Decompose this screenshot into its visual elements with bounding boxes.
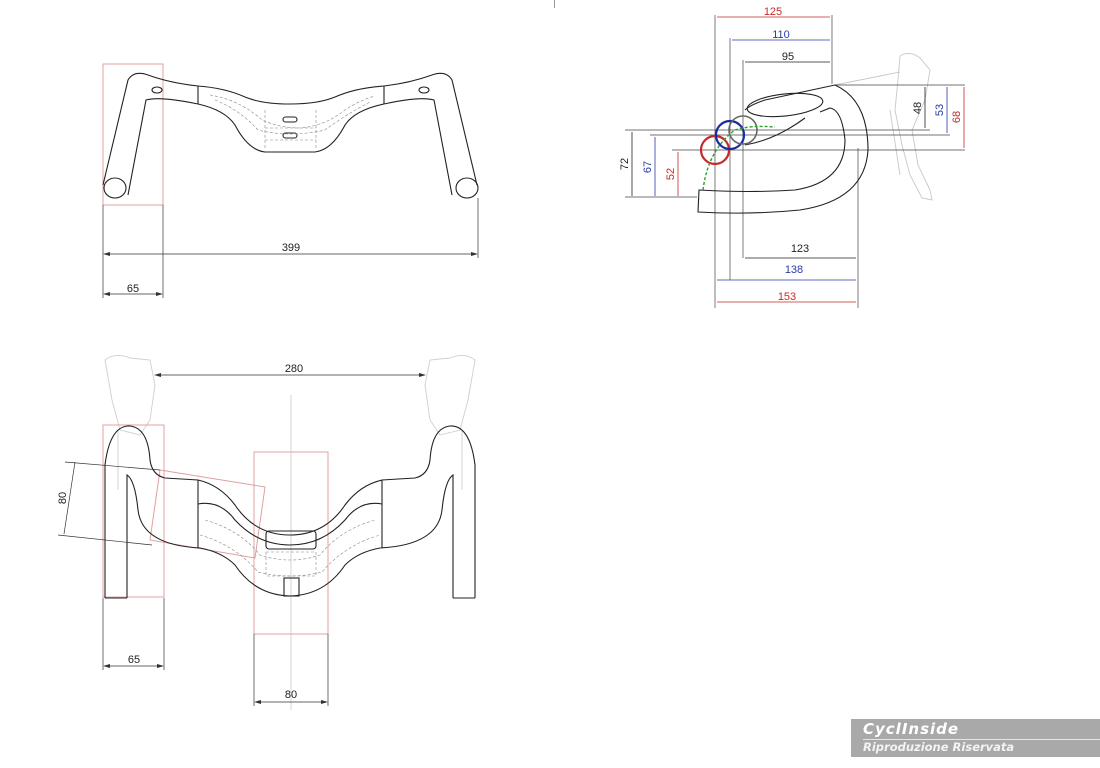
- dim-drop-width: 65: [128, 654, 140, 666]
- dim-angled-80: 80: [57, 492, 69, 504]
- dim-rise-48: 48: [912, 102, 924, 114]
- dim-total-width: 399: [282, 242, 300, 254]
- dim-hood-width: 65: [127, 283, 139, 295]
- dim-clamp-width: 80: [285, 689, 297, 701]
- dim-reach-95: 95: [782, 51, 794, 63]
- dim-reach-123: 123: [791, 243, 809, 255]
- dim-rise-53: 53: [934, 104, 946, 116]
- watermark-brand: CyclInside: [863, 720, 960, 738]
- top-view-drawing: 280 80 65 80: [57, 355, 476, 710]
- watermark-banner: CyclInside Riproduzione Riservata: [851, 719, 1100, 757]
- side-view-drawing: 125 110 95 123 138 153 72 67 52 48 53 68: [619, 6, 965, 308]
- dim-reach-110: 110: [772, 29, 790, 41]
- page-marker: [554, 0, 555, 8]
- dim-hood-spacing: 280: [285, 363, 303, 375]
- dim-reach-153: 153: [778, 291, 796, 303]
- dim-drop-72: 72: [619, 158, 631, 170]
- dim-rise-68: 68: [951, 111, 963, 123]
- dim-drop-52: 52: [665, 168, 677, 180]
- dim-drop-67: 67: [642, 161, 654, 173]
- watermark-subtitle: Riproduzione Riservata: [863, 740, 1015, 754]
- dim-reach-125: 125: [764, 6, 782, 18]
- watermark-divider: [863, 739, 1100, 740]
- dim-reach-138: 138: [785, 264, 803, 276]
- front-view-drawing: 399 65: [102, 63, 479, 298]
